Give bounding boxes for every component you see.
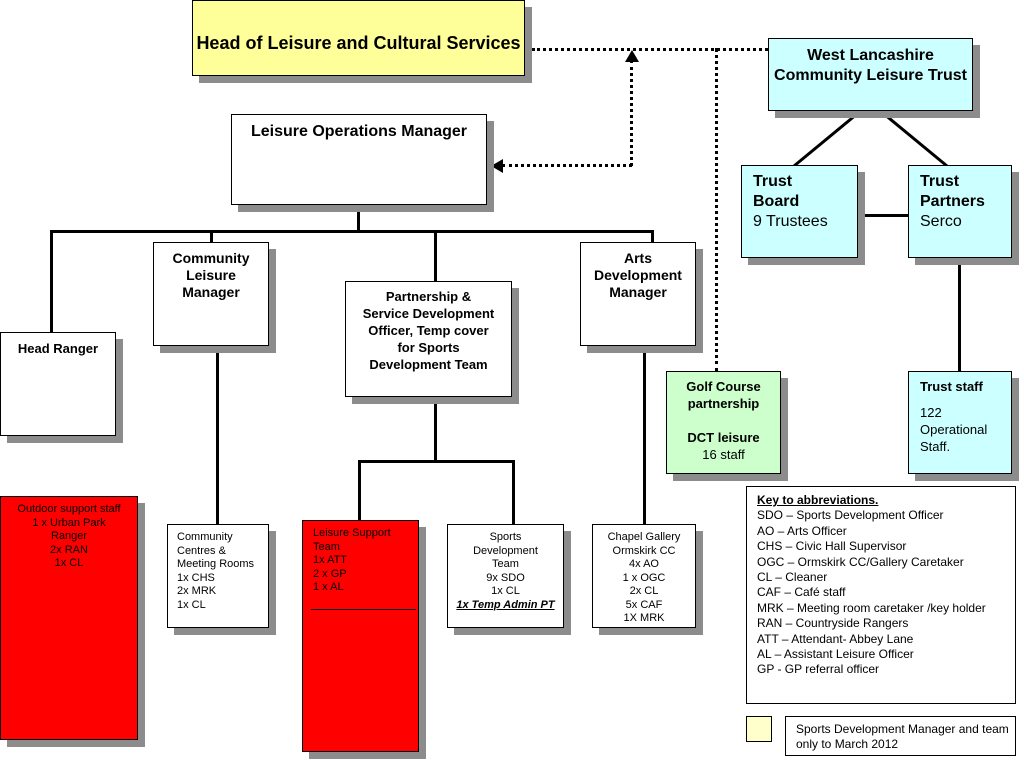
- key-item: RAN – Countryside Rangers: [757, 616, 909, 631]
- line-leisure-support: [358, 460, 361, 522]
- line-partnership-down: [434, 396, 437, 462]
- trust-staff-detail: 122 Operational Staff.: [920, 405, 988, 454]
- trust-partners-detail: Serco: [920, 213, 962, 230]
- legend-box: Sports Development Manager and team only…: [785, 716, 1016, 756]
- line-board-partners: [857, 214, 909, 217]
- line-sports-team: [512, 460, 515, 526]
- golf-dct: DCT leisure: [687, 430, 760, 445]
- head-ranger-title: Head Ranger: [17, 341, 99, 356]
- dotted-link-golf: [715, 48, 718, 372]
- leisure-support-text: Leisure Support Team 1x ATT 2 x GP 1 x A…: [313, 527, 391, 593]
- golf-box: Golf Course partnership DCT leisure 16 s…: [666, 371, 781, 474]
- arts-box: Arts Development Manager: [580, 242, 696, 346]
- partnership-box: Partnership & Service Development Office…: [345, 281, 512, 397]
- key-item: AO – Arts Officer: [757, 523, 847, 538]
- key-item: MRK – Meeting room caretaker /key holder: [757, 600, 986, 615]
- trust-staff-box: Trust staff 122 Operational Staff.: [908, 371, 1012, 474]
- trust-board-title: Trust Board: [753, 173, 800, 210]
- line-chapel: [643, 344, 646, 526]
- trust-board-box: Trust Board 9 Trustees: [741, 165, 858, 258]
- dotted-link-head-trust: [532, 48, 768, 51]
- community-leisure-box: Community Leisure Manager: [153, 242, 269, 346]
- head-ranger-box: Head Ranger: [0, 332, 116, 436]
- trust-partners-box: Trust Partners Serco: [908, 165, 1012, 258]
- line-community: [210, 230, 213, 244]
- chapel-box: Chapel Gallery Ormskirk CC 4x AO 1 x OGC…: [592, 524, 696, 628]
- key-item: SDO – Sports Development Officer: [757, 508, 944, 523]
- sports-team-box: Sports Development Team 9x SDO 1x CL 1x …: [447, 524, 564, 628]
- key-item: OGC – Ormskirk CC/Gallery Caretaker: [757, 554, 964, 569]
- dotted-link-ops: [502, 164, 632, 167]
- dotted-link-ops-head: [630, 60, 633, 166]
- line-trust-staff: [958, 257, 961, 372]
- key-item: GP - GP referral officer: [757, 662, 880, 677]
- line-community-centres: [216, 344, 219, 525]
- key-box: Key to abbreviations. SDO – Sports Devel…: [746, 486, 1016, 704]
- line-sub-branch: [358, 460, 515, 463]
- line-partnership: [434, 230, 437, 282]
- trust-title: West Lancashire Community Leisure Trust: [774, 47, 967, 84]
- golf-title: Golf Course partnership: [686, 379, 761, 411]
- trust-box: West Lancashire Community Leisure Trust: [768, 38, 973, 111]
- partnership-title: Partnership & Service Development Office…: [362, 289, 495, 372]
- arrow-left-icon: [491, 159, 503, 173]
- line-branch: [50, 230, 654, 233]
- golf-staff: 16 staff: [702, 447, 745, 462]
- ops-manager-title: Leisure Operations Manager: [250, 123, 468, 140]
- chapel-text: Chapel Gallery Ormskirk CC 4x AO 1 x OGC…: [607, 531, 681, 624]
- line-head-ranger: [50, 230, 53, 333]
- leisure-support-divider: [311, 609, 416, 610]
- community-centres-text: Community Centres & Meeting Rooms 1x CHS…: [177, 531, 255, 611]
- outdoor-support-box: Outdoor support staff 1 x Urban Park Ran…: [0, 496, 138, 740]
- arts-title: Arts Development Manager: [594, 250, 682, 300]
- ops-manager-box: Leisure Operations Manager: [231, 114, 487, 205]
- key-title: Key to abbreviations.: [757, 493, 879, 507]
- trust-staff-title: Trust staff: [920, 379, 983, 394]
- key-item: CL – Cleaner: [757, 570, 828, 585]
- community-leisure-title: Community Leisure Manager: [172, 250, 250, 300]
- head-of-leisure-box: Head of Leisure and Cultural Services: [192, 0, 525, 76]
- legend-text: Sports Development Manager and team only…: [796, 722, 1009, 751]
- trust-board-detail: 9 Trustees: [753, 213, 828, 230]
- line-ops-down: [357, 203, 360, 232]
- community-centres-box: Community Centres & Meeting Rooms 1x CHS…: [167, 524, 269, 628]
- key-item: AL – Assistant Leisure Officer: [757, 647, 914, 662]
- key-item: CHS – Civic Hall Supervisor: [757, 539, 907, 554]
- trust-partners-title: Trust Partners: [920, 173, 985, 210]
- key-item: ATT – Attendant- Abbey Lane: [757, 631, 914, 646]
- outdoor-support-text: Outdoor support staff 1 x Urban Park Ran…: [17, 503, 121, 569]
- leisure-support-box: Leisure Support Team 1x ATT 2 x GP 1 x A…: [302, 520, 419, 752]
- key-item: CAF – Café staff: [757, 585, 846, 600]
- sports-team-text: Sports Development Team 9x SDO 1x CL: [473, 531, 538, 597]
- head-of-leisure-title: Head of Leisure and Cultural Services: [196, 33, 521, 53]
- arrow-up-icon: [625, 50, 639, 62]
- line-arts: [651, 230, 654, 244]
- trust-connectors: [793, 112, 948, 168]
- legend-swatch: [746, 716, 772, 742]
- sports-team-admin: 1x Temp Admin PT: [456, 598, 555, 611]
